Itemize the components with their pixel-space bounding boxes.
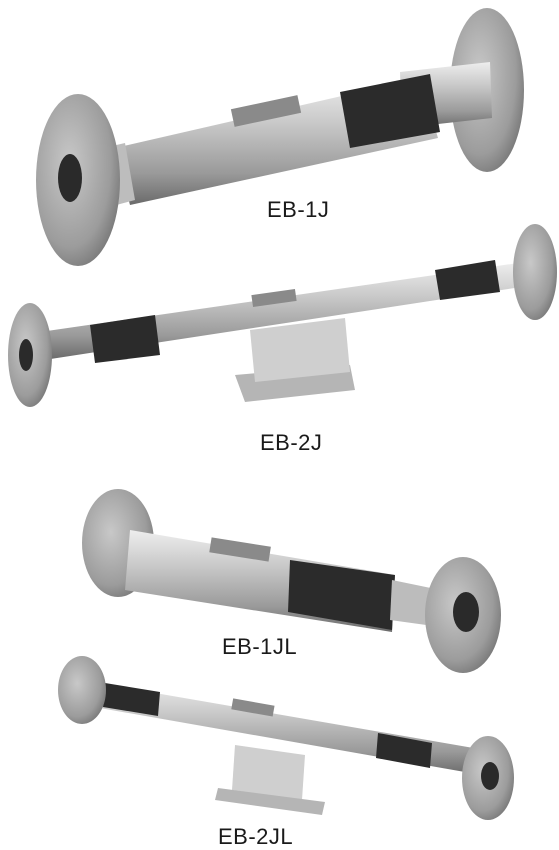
- product-label-eb-2jl: EB-2JL: [218, 824, 294, 849]
- product-label-eb-1j: EB-1J: [267, 197, 330, 222]
- product-label-eb-1jl: EB-1JL: [222, 634, 298, 659]
- eb-2j-photo: [8, 224, 557, 407]
- eb-1j-photo: [36, 8, 524, 266]
- eb-1jl-photo: [82, 489, 501, 673]
- eb-2jl-photo: [58, 656, 514, 820]
- product-label-eb-2j: EB-2J: [260, 430, 323, 455]
